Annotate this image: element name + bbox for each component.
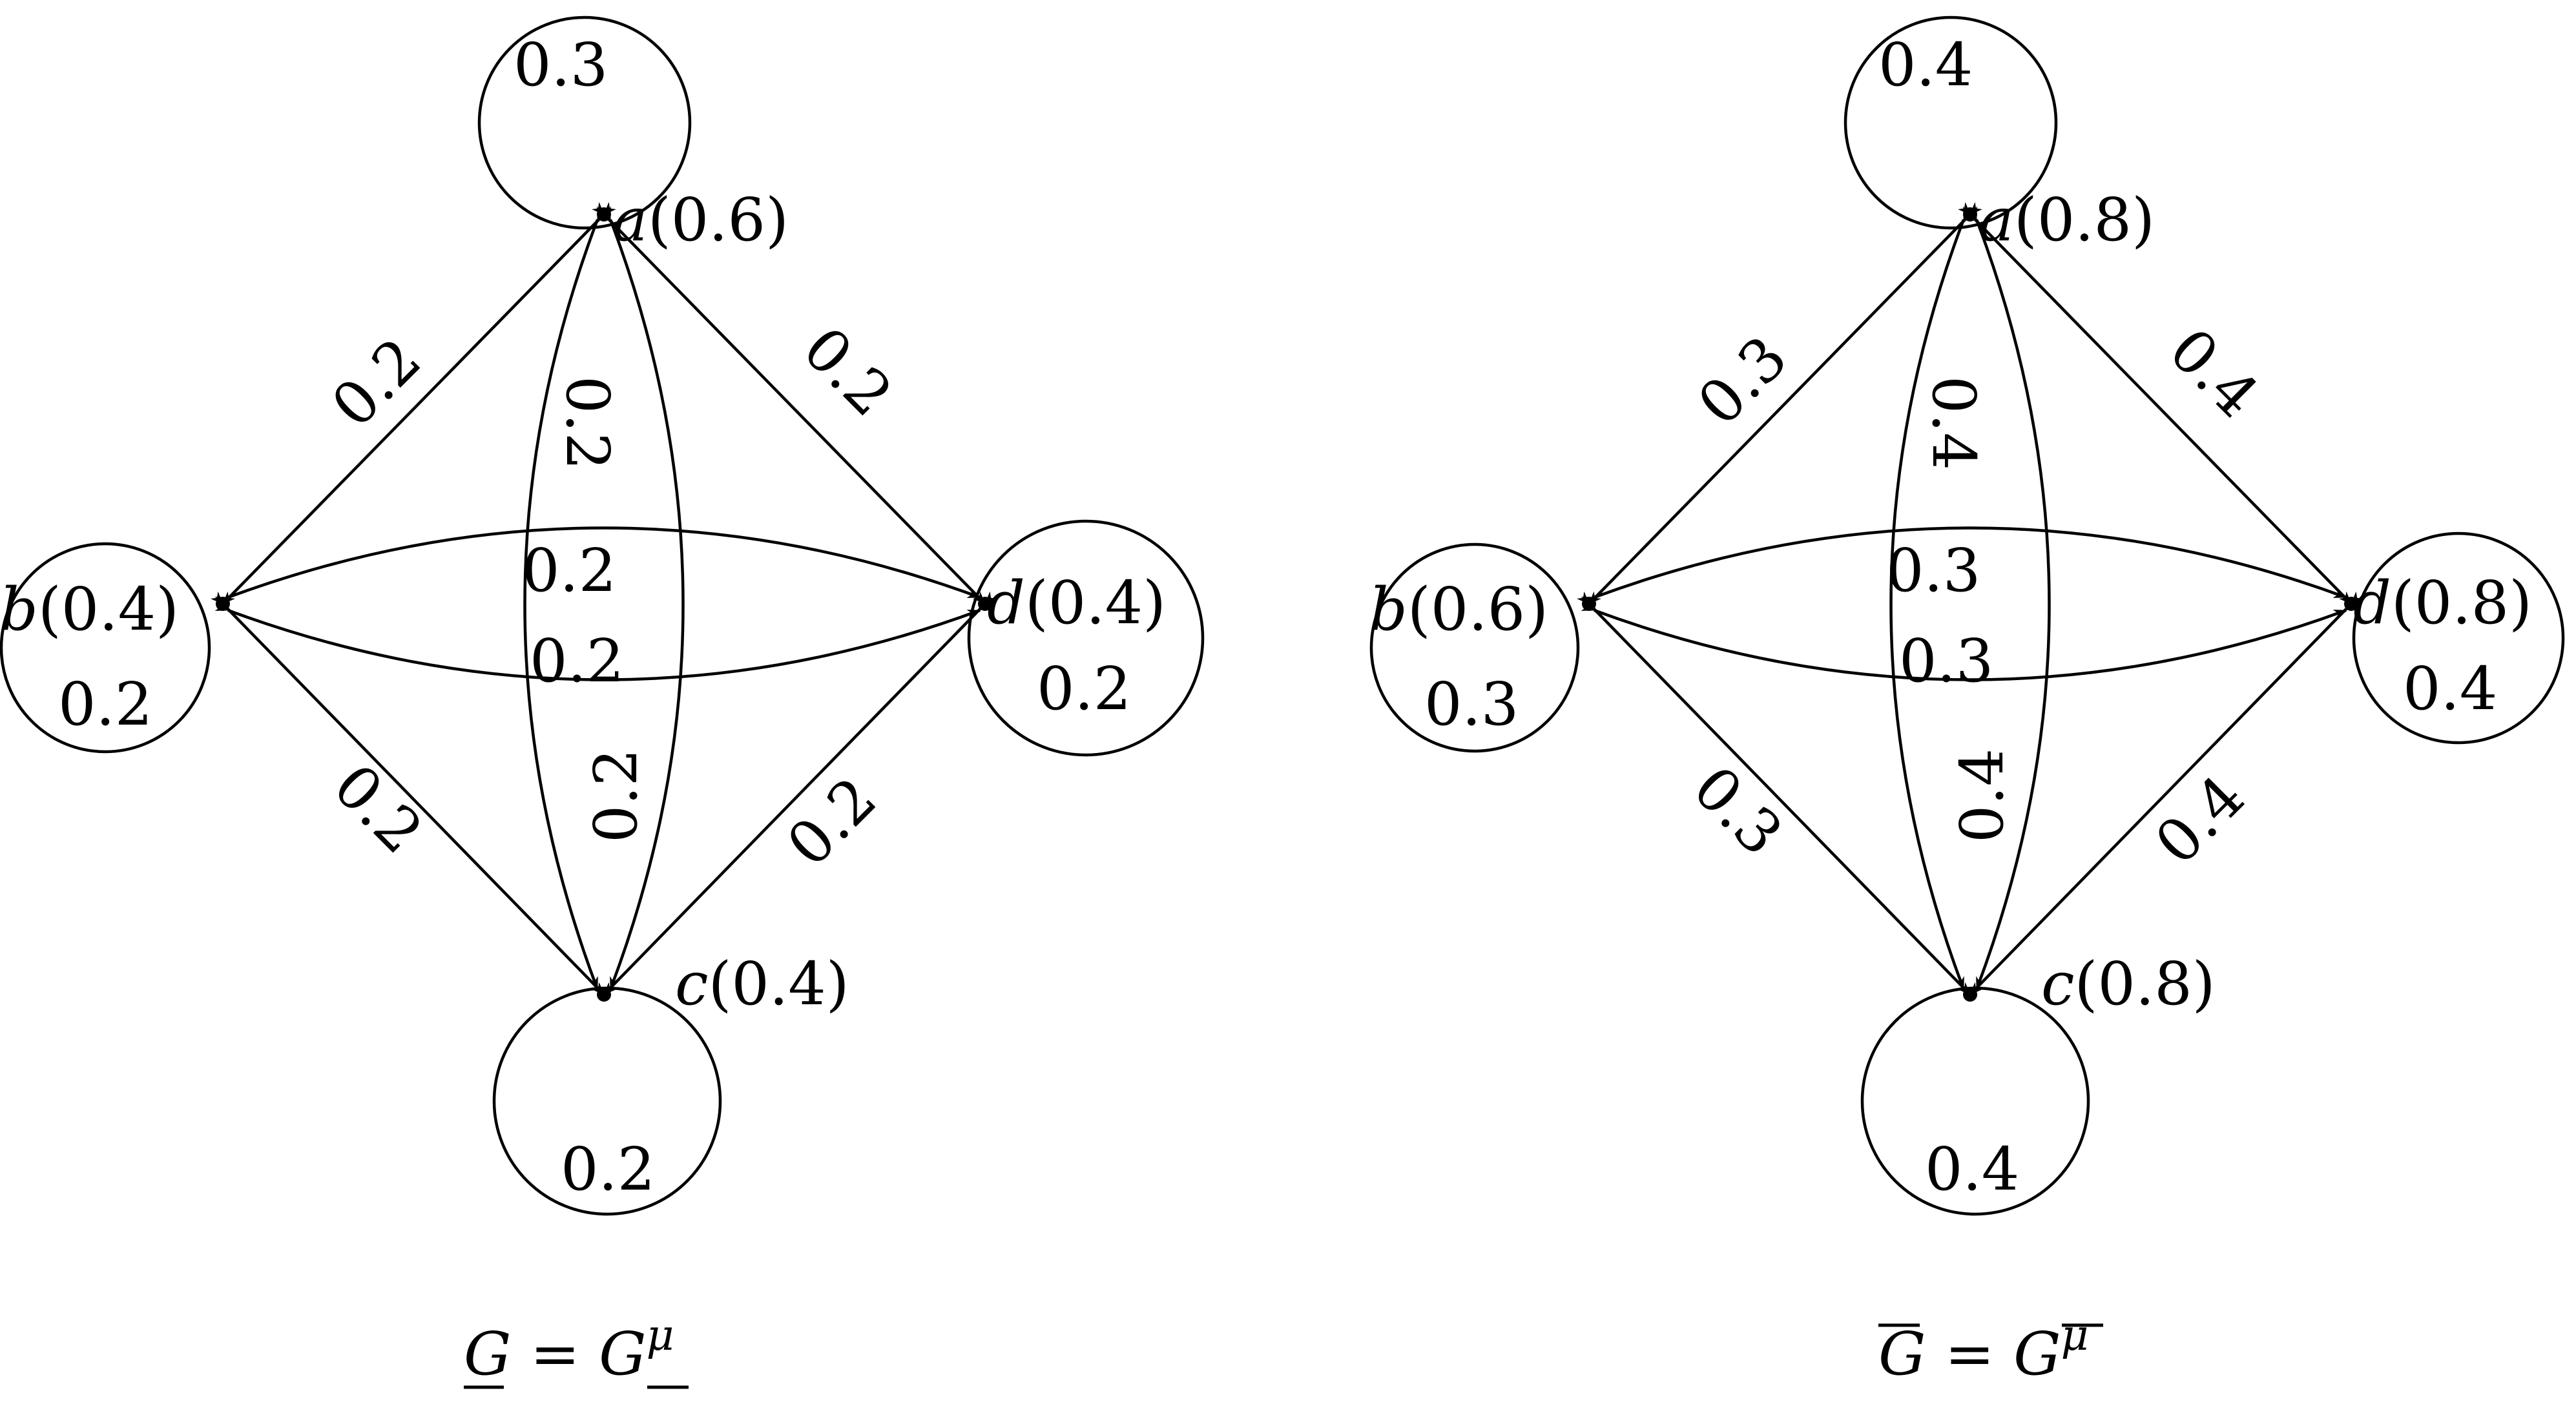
vertex-a xyxy=(597,207,611,222)
edge-bc xyxy=(211,591,605,996)
loop-label-d: 0.2 xyxy=(1037,654,1131,723)
loop-b xyxy=(0,542,211,754)
edge-label-bc: 0.3 xyxy=(1680,753,1796,869)
vertex-label-a: a(0.6) xyxy=(612,185,789,254)
edge-bd-bottom xyxy=(1581,601,2347,681)
edge-ad xyxy=(591,201,986,605)
edge-bd-top xyxy=(214,526,981,607)
edge-label-ad: 0.2 xyxy=(790,314,906,429)
edge-label-bd-bottom: 0.2 xyxy=(530,626,624,696)
vertex-b xyxy=(1582,597,1596,611)
graph-lower: a(0.6) b(0.4) c(0.4) d(0.4) 0.3 0.2 0.2 … xyxy=(0,15,1205,1389)
edge-label-ac-left: 0.4 xyxy=(1919,376,1988,470)
vertex-b xyxy=(216,597,230,611)
edge-ab xyxy=(1588,201,1983,605)
vertex-a xyxy=(1963,207,1977,222)
edge-cd xyxy=(603,591,997,996)
caption-lower: G = Gμ xyxy=(464,1310,674,1389)
edge-label-cd: 0.4 xyxy=(2142,762,2258,878)
edge-ab xyxy=(222,201,617,605)
vertex-c xyxy=(597,987,611,1002)
vertex-d xyxy=(2344,597,2358,611)
edge-bd-top xyxy=(1581,526,2347,607)
edge-bd-bottom xyxy=(214,601,981,681)
loop-label-b: 0.3 xyxy=(1424,670,1519,739)
vertex-label-d: d(0.8) xyxy=(2353,568,2532,637)
edge-label-ac-left: 0.2 xyxy=(553,376,622,470)
edge-label-bd-top: 0.2 xyxy=(522,536,616,605)
edge-label-ab: 0.2 xyxy=(318,325,434,440)
edge-label-bd-top: 0.3 xyxy=(1886,536,1980,605)
edge-label-bc: 0.2 xyxy=(320,751,436,867)
loop-label-c: 0.4 xyxy=(1925,1135,2019,1204)
edge-label-ac-right: 0.2 xyxy=(581,748,650,843)
caption-upper: G = Gμ xyxy=(1878,1310,2088,1389)
edge-label-bd-bottom: 0.3 xyxy=(1899,626,1993,696)
edge-label-ac-right: 0.4 xyxy=(1948,748,2017,843)
edge-label-ad: 0.4 xyxy=(2156,315,2272,431)
edge-label-ab: 0.3 xyxy=(1685,323,1800,439)
loop-label-d: 0.4 xyxy=(2403,654,2497,723)
vertex-label-b: b(0.4) xyxy=(0,575,179,644)
edge-ac-right xyxy=(1967,206,2051,990)
edge-label-cd: 0.2 xyxy=(774,764,889,880)
vertex-d xyxy=(978,597,992,611)
loop-label-a: 0.3 xyxy=(514,30,608,99)
graph-upper: a(0.8) b(0.6) c(0.8) d(0.8) 0.4 0.3 0.4 … xyxy=(1369,15,2565,1389)
loop-label-b: 0.2 xyxy=(58,670,152,739)
vertex-label-b: b(0.6) xyxy=(1369,575,1548,644)
edge-ac-right xyxy=(601,206,685,990)
loop-label-a: 0.4 xyxy=(1878,30,1973,99)
vertex-label-c: c(0.4) xyxy=(675,949,849,1018)
edge-cd xyxy=(1969,591,2363,996)
edge-ad xyxy=(1957,201,2353,605)
vertex-label-a: a(0.8) xyxy=(1979,185,2155,254)
vertex-label-d: d(0.4) xyxy=(987,568,1166,637)
loop-label-c: 0.2 xyxy=(561,1135,655,1204)
vertex-c xyxy=(1963,987,1977,1002)
edge-bc xyxy=(1577,591,1971,996)
vertex-label-c: c(0.8) xyxy=(2041,949,2216,1018)
